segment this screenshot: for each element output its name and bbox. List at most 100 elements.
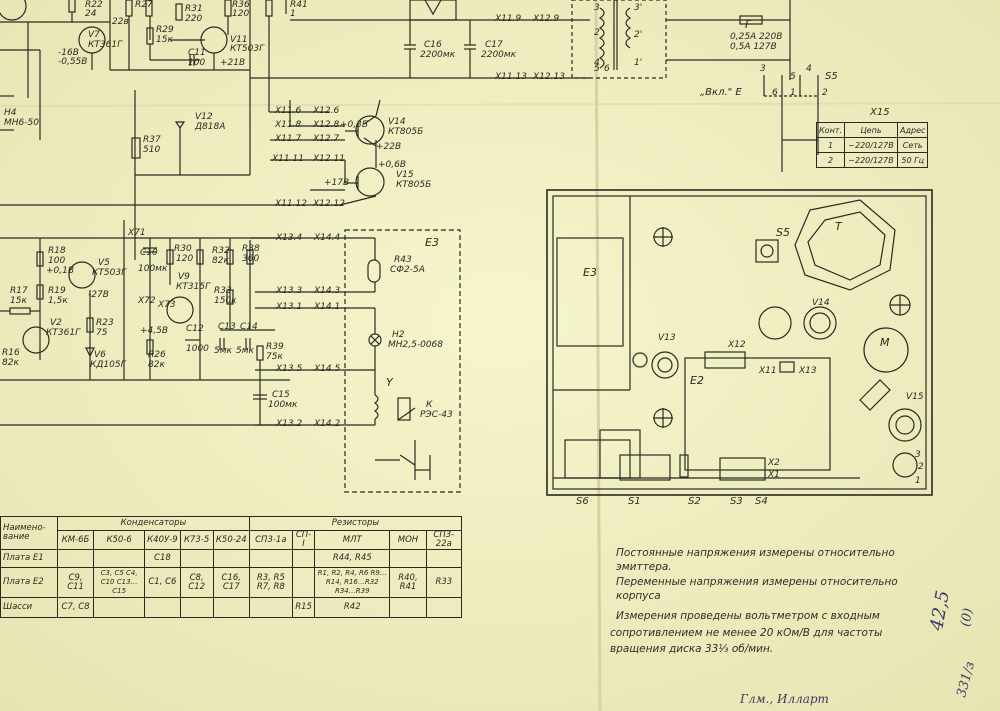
parts-cell — [144, 597, 181, 618]
parts-row-name: Шасси — [0, 597, 58, 618]
label-e3: E3 — [425, 236, 439, 249]
note-line: Измерения проведены вольтметром с входны… — [616, 610, 880, 622]
label-tpin-5: 5 — [594, 64, 600, 74]
handwritten-signature: Глм., Илларт — [740, 692, 829, 706]
label-v15: V15 — [396, 170, 414, 180]
chassis-e3: E3 — [583, 266, 597, 279]
parts-cell: C1, C6 — [144, 567, 181, 598]
label-v15-volt2: +17В — [324, 178, 350, 188]
label-r29-val: 15к — [156, 35, 173, 45]
chassis-s3: S3 — [730, 496, 743, 507]
parts-header-name: Наимено- вание — [0, 516, 58, 550]
label-c16: C16 — [424, 40, 442, 50]
label-r26: R26 — [148, 350, 166, 360]
label-r43-val: СФ2-5А — [390, 265, 425, 275]
label-v7-type: КТ361Г — [88, 40, 123, 50]
parts-cell — [212, 597, 250, 618]
parts-type: МЛТ — [314, 530, 391, 550]
label-v2-type: КТ361Г — [46, 328, 81, 338]
label-relay-type: РЭС-43 — [420, 410, 453, 420]
label-v9: V9 — [178, 272, 190, 282]
label-c14-val: 5мк — [236, 346, 254, 356]
parts-cell: R42 — [314, 597, 391, 618]
label-c13-val: 5мк — [214, 346, 232, 356]
label-r19: R19 — [48, 286, 66, 296]
parts-cell: C8, C12 — [179, 567, 214, 598]
label-r16: R16 — [2, 348, 20, 358]
parts-cell: C3, C5 C4, C10 C13…C15 — [93, 567, 146, 598]
label-fuse-spec2: 0,5А 127В — [730, 42, 777, 52]
label-x72: X72 — [138, 296, 156, 306]
label-tpin-1p: 1' — [634, 58, 643, 68]
label-v5: V5 — [98, 258, 110, 268]
label-tpin-2: 2 — [594, 28, 600, 38]
label-r23-val: 75 — [96, 328, 108, 338]
label-h4: H4 — [4, 108, 17, 118]
chassis-x1: X1 — [768, 470, 780, 480]
chassis-s5: S5 — [776, 226, 790, 239]
label-x15: X15 — [870, 107, 890, 118]
label-x13-3: X13.3 — [276, 286, 303, 296]
label-r36: R36 — [232, 0, 250, 10]
label-tpin-2p: 2' — [634, 30, 643, 40]
chassis-s1: S1 — [628, 496, 641, 507]
label-x12-11: X12.11 — [313, 154, 345, 164]
label-c15: C15 — [272, 390, 290, 400]
parts-type: МОН — [389, 530, 427, 550]
label-v7-v1: -16В — [58, 48, 79, 58]
parts-cell — [389, 549, 427, 568]
label-x13-2: X13.2 — [276, 419, 303, 429]
label-x73: X73 — [158, 300, 176, 310]
label-c15-val: 100мк — [268, 400, 298, 410]
label-c11: C11 — [188, 48, 206, 58]
label-r43: R43 — [394, 255, 412, 265]
parts-cell — [179, 597, 214, 618]
parts-cell: R44, R45 — [314, 549, 391, 568]
parts-type: К40У-9 — [144, 530, 181, 550]
label-c12: C12 — [186, 324, 204, 334]
chassis-e2: E2 — [690, 374, 704, 387]
chassis-v14: V14 — [812, 298, 830, 308]
label-c10: C10 — [140, 248, 158, 258]
label-v11-volt: +21В — [220, 58, 246, 68]
label-r38: R38 — [242, 244, 260, 254]
label-x14-5: X14.5 — [314, 364, 341, 374]
label-spin-2: 2 — [822, 88, 828, 98]
parts-cell — [248, 549, 293, 568]
label-x12-9: X12.9 — [533, 14, 560, 24]
label-v11-type: КТ503Г — [230, 44, 265, 54]
parts-cell — [93, 597, 146, 618]
parts-cell — [56, 549, 95, 568]
label-x71: X71 — [128, 228, 146, 238]
label-r30-val: 120 — [176, 254, 194, 264]
label-fuse: F — [745, 18, 752, 31]
label-r27: R27 — [135, 0, 153, 10]
x15-cell: 2 — [815, 152, 846, 168]
label-v12: V12 — [195, 112, 213, 122]
label-x12-7: X12.7 — [313, 134, 340, 144]
parts-type: СП3-22а — [425, 530, 463, 550]
label-v9-type: КТ315Г — [176, 282, 211, 292]
chassis-x2: X2 — [768, 458, 780, 468]
label-switch-on: „Вкл." E — [700, 87, 742, 98]
label-r31-val: 220 — [185, 14, 203, 24]
chassis-s4: S4 — [755, 496, 768, 507]
parts-cell — [179, 549, 214, 568]
chassis-pin3: 3 — [915, 450, 921, 460]
label-v5-type: КТ503Г — [92, 268, 127, 278]
label-v7-v2: -0,55В — [58, 57, 88, 67]
label-r32-val: 82к — [212, 256, 229, 266]
parts-cell: C18 — [144, 549, 181, 568]
x15-cell: Сеть — [897, 137, 929, 153]
parts-header-name-2: вание — [3, 532, 30, 542]
parts-cell — [291, 549, 316, 568]
label-x14-2: X14.2 — [314, 419, 341, 429]
label-v6-type: КД105Г — [90, 360, 126, 370]
label-c12-val: 1000 — [186, 344, 209, 354]
chassis-x13: X13 — [799, 366, 817, 376]
label-r16-val: 82к — [2, 358, 19, 368]
label-x11-13: X11.13 — [495, 72, 527, 82]
label-r39: R39 — [266, 342, 284, 352]
label-x12-13: X12.13 — [533, 72, 565, 82]
label-c16-val: 2200мк — [420, 50, 456, 60]
